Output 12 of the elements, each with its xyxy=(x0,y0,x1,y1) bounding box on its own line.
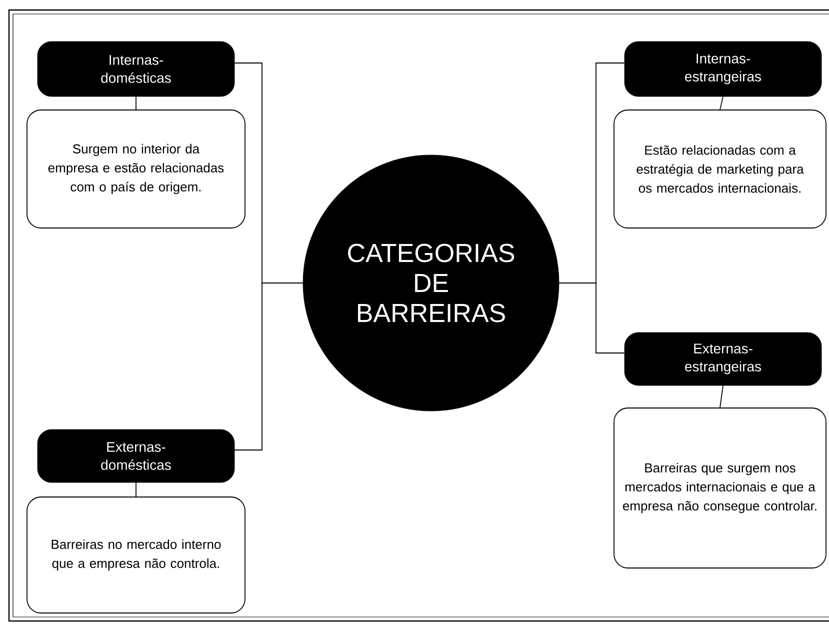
connector-line xyxy=(234,282,304,450)
category-header: Internas-domésticas xyxy=(37,41,235,97)
description-box: Barreiras no mercado interno que a empresa não controla. xyxy=(26,496,246,614)
category-header: Externas-domésticas xyxy=(37,429,235,483)
description-box: Barreiras que surgem nos mercados internacionais e que a empresa não consegue controlar. xyxy=(614,408,826,568)
category-header: Externas-estrangeiras xyxy=(624,332,822,386)
description-box: Surgem no interior da empresa e estão relacionadas com o país de origem. xyxy=(26,110,246,228)
category-header: Internas-estrangeiras xyxy=(624,41,822,97)
connector-line xyxy=(720,96,724,110)
description-box: Estão relacionadas com a estratégia de marketing para os mercados internacionais. xyxy=(614,110,826,228)
connector-line xyxy=(720,385,724,408)
connector-line xyxy=(558,282,625,354)
